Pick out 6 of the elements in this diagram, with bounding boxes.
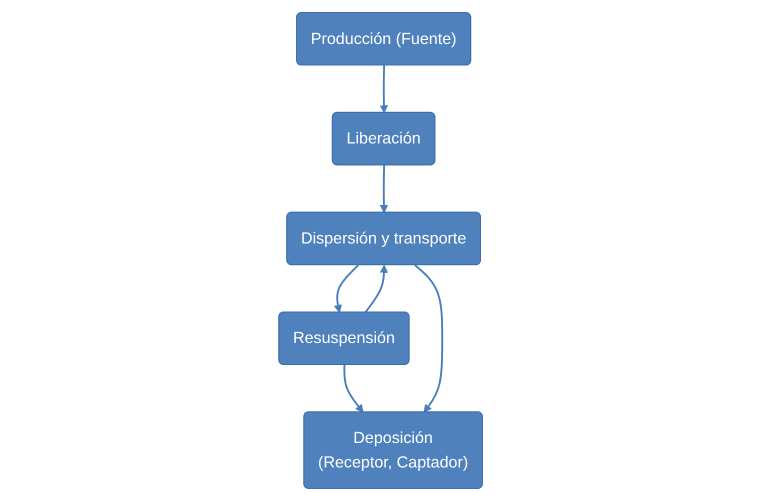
arrow: [334, 264, 360, 313]
arrow: [380, 66, 389, 114]
arrow: [364, 264, 389, 314]
arrow: [414, 264, 444, 413]
arrow: [344, 364, 364, 413]
arrow: [380, 165, 389, 214]
